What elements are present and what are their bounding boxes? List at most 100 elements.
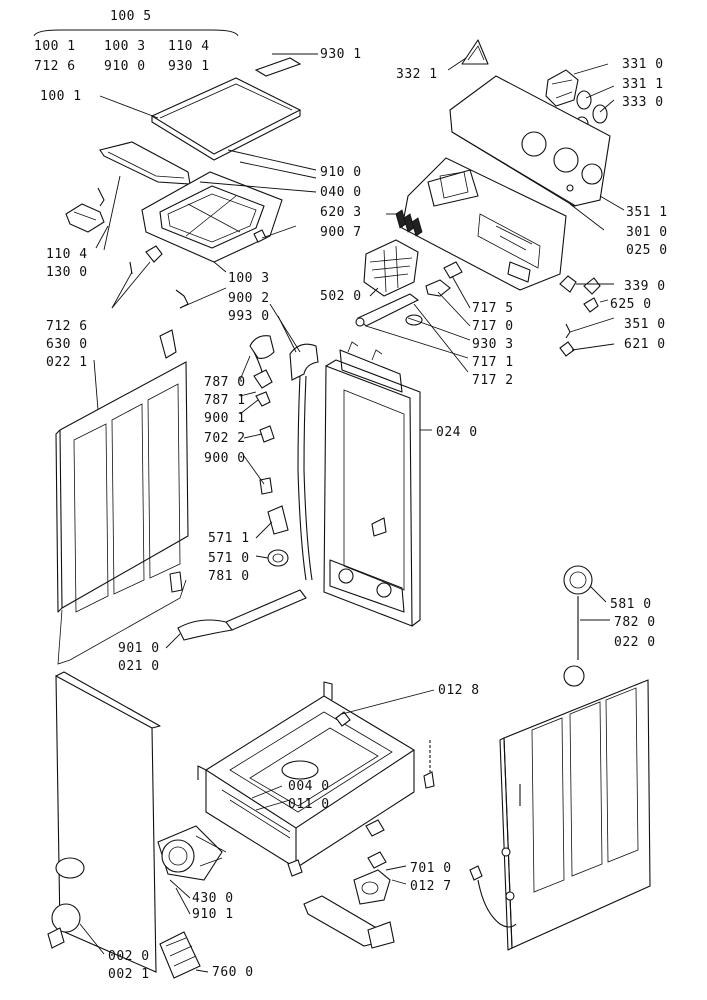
motor-bracket[interactable] bbox=[303, 895, 381, 947]
label-3311: 331 1 bbox=[622, 77, 664, 92]
label-0250: 025 0 bbox=[626, 243, 668, 258]
label-9010: 901 0 bbox=[118, 641, 160, 656]
label-5020: 502 0 bbox=[320, 289, 362, 304]
inlet-hose-top[interactable] bbox=[249, 335, 275, 359]
label-7810: 781 0 bbox=[208, 569, 250, 584]
label-1003b: 100 3 bbox=[228, 271, 270, 286]
label-3330: 333 0 bbox=[622, 95, 664, 110]
label-9930: 993 0 bbox=[228, 309, 270, 324]
indicator-tab[interactable] bbox=[461, 39, 489, 65]
left-side-panel bbox=[55, 329, 189, 665]
program-knob[interactable] bbox=[545, 69, 579, 107]
filter-cap[interactable] bbox=[51, 903, 81, 933]
side-panel[interactable] bbox=[59, 361, 189, 609]
door-lock[interactable] bbox=[425, 279, 451, 297]
label-1001a: 100 1 bbox=[34, 39, 76, 54]
lid-leaders bbox=[95, 53, 318, 309]
label-7820: 782 0 bbox=[614, 615, 656, 630]
label-9100b: 910 0 bbox=[320, 165, 362, 180]
label-6210: 621 0 bbox=[624, 337, 666, 352]
part-labels: 100 5 100 1 100 3 110 4 712 6 910 0 930 … bbox=[34, 9, 668, 982]
cap-clip[interactable] bbox=[47, 927, 65, 949]
label-1005: 100 5 bbox=[110, 9, 152, 24]
label-7126b: 712 6 bbox=[46, 319, 88, 334]
label-7010: 701 0 bbox=[410, 861, 452, 876]
label-9007: 900 7 bbox=[320, 225, 362, 240]
pressure-chamber[interactable] bbox=[353, 869, 391, 905]
bottom-left-cabinet bbox=[47, 671, 201, 979]
knob-hole-2 bbox=[553, 147, 579, 173]
filter-holder[interactable] bbox=[267, 505, 289, 535]
label-9000: 900 0 bbox=[204, 451, 246, 466]
knob-hole-3 bbox=[581, 163, 603, 185]
relay-clip[interactable] bbox=[443, 261, 463, 279]
part-339b[interactable] bbox=[583, 277, 601, 295]
frame-foot[interactable] bbox=[287, 859, 303, 877]
lid-strip[interactable] bbox=[254, 57, 302, 77]
drive-belt-ring[interactable] bbox=[563, 665, 585, 687]
label-1104b: 110 4 bbox=[46, 247, 88, 262]
drain-hose[interactable] bbox=[177, 619, 233, 641]
label-3010: 301 0 bbox=[626, 225, 668, 240]
label-6300: 630 0 bbox=[46, 337, 88, 352]
label-0221a: 022 1 bbox=[46, 355, 88, 370]
label-9301b: 930 1 bbox=[320, 47, 362, 62]
part-339a[interactable] bbox=[559, 275, 577, 293]
part-621[interactable] bbox=[559, 341, 575, 357]
label-7871: 787 1 bbox=[204, 393, 246, 408]
frame-hub bbox=[281, 760, 319, 780]
small-knob-a[interactable] bbox=[576, 90, 592, 110]
hose-valve-assembly bbox=[177, 335, 319, 641]
label-0400: 040 0 bbox=[320, 185, 362, 200]
cabinet-side[interactable] bbox=[55, 675, 157, 973]
hose-leaders bbox=[165, 303, 301, 649]
hinge[interactable] bbox=[65, 203, 105, 233]
panel-leaders bbox=[365, 57, 625, 373]
label-3390: 339 0 bbox=[624, 279, 666, 294]
bend-hose[interactable] bbox=[289, 343, 319, 381]
rear-hole-a bbox=[338, 568, 354, 584]
clip-b[interactable] bbox=[259, 425, 275, 443]
part-625[interactable] bbox=[583, 297, 599, 313]
label-3511a: 351 1 bbox=[626, 205, 668, 220]
label-0220: 022 0 bbox=[614, 635, 656, 650]
label-0240: 024 0 bbox=[436, 425, 478, 440]
front-panel[interactable] bbox=[503, 679, 651, 949]
lid-screw[interactable] bbox=[253, 229, 267, 243]
service-cover[interactable] bbox=[55, 857, 85, 879]
label-7022: 702 2 bbox=[204, 431, 246, 446]
right-front-panel bbox=[499, 565, 651, 951]
side-panel-leaders bbox=[93, 359, 99, 411]
label-0128: 012 8 bbox=[438, 683, 480, 698]
label-0210: 021 0 bbox=[118, 659, 160, 674]
hose-clamp[interactable] bbox=[253, 369, 273, 389]
label-9101: 910 1 bbox=[192, 907, 234, 922]
knob-hole-1 bbox=[521, 131, 547, 157]
label-3310: 331 0 bbox=[622, 57, 664, 72]
indicator-led bbox=[566, 184, 574, 192]
lid-assembly bbox=[33, 29, 302, 309]
lid-panel[interactable] bbox=[150, 77, 302, 155]
base-leaders bbox=[169, 689, 435, 915]
bracket-a[interactable] bbox=[365, 819, 385, 837]
label-5711: 571 1 bbox=[208, 531, 250, 546]
lid-clip[interactable] bbox=[145, 245, 163, 263]
filter-nozzle[interactable] bbox=[159, 931, 201, 979]
pump-seal[interactable] bbox=[267, 549, 289, 567]
label-5810: 581 0 bbox=[610, 597, 652, 612]
clip-a[interactable] bbox=[255, 391, 271, 407]
label-1003a: 100 3 bbox=[104, 39, 146, 54]
label-7126a: 712 6 bbox=[34, 59, 76, 74]
label-0021: 002 1 bbox=[108, 967, 150, 982]
label-0020: 002 0 bbox=[108, 949, 150, 964]
frame-bolt[interactable] bbox=[335, 711, 351, 727]
bracket-b[interactable] bbox=[367, 851, 387, 869]
foot-screw[interactable] bbox=[423, 771, 435, 789]
control-panel-assembly bbox=[355, 39, 611, 357]
label-9001: 900 1 bbox=[204, 411, 246, 426]
sensor-clip[interactable] bbox=[469, 865, 483, 881]
pulley[interactable] bbox=[563, 565, 593, 595]
label-7600: 760 0 bbox=[212, 965, 254, 980]
label-1104a: 110 4 bbox=[168, 39, 210, 54]
